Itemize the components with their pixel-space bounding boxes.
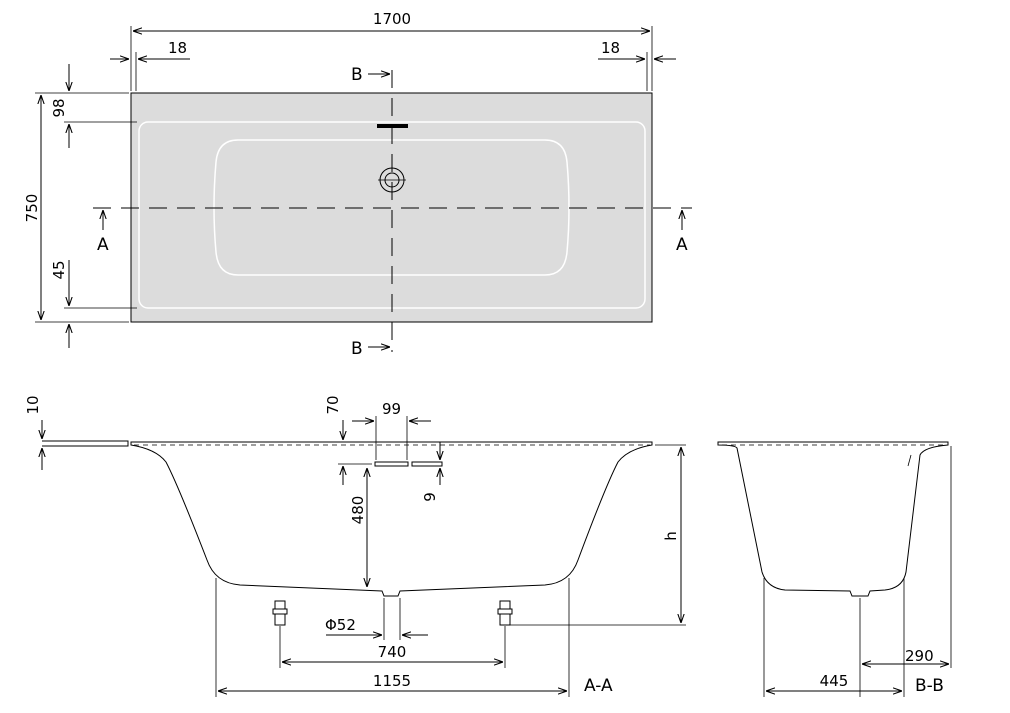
section-b-marker-top: B: [351, 65, 363, 85]
dim-height: h: [662, 531, 680, 541]
section-b-view: 290 445 B-B: [717, 441, 952, 697]
tub-profile-a: [130, 441, 653, 597]
dim-overall-width: 750: [23, 194, 41, 223]
dim-foot-spacing: 740: [378, 643, 407, 661]
dim-overall-length: 1700: [373, 10, 411, 28]
overflow-slot-section: [374, 461, 409, 467]
section-b-label: B-B: [915, 676, 944, 696]
dim-drain-diameter: Φ52: [325, 616, 356, 634]
tub-profile-b: [717, 441, 949, 597]
dim-rim-top: 98: [50, 98, 68, 117]
section-a-marker-right: A: [676, 235, 688, 255]
plan-view: B B A A 1700 18 18 750 98: [23, 10, 692, 359]
dim-depth: 480: [349, 496, 367, 525]
dim-base-length: 1155: [373, 672, 411, 690]
foot-left: [272, 600, 288, 626]
dim-base-width: 445: [820, 672, 849, 690]
section-a-marker-left: A: [97, 235, 109, 255]
dim-offset: 290: [905, 647, 934, 665]
section-a-label: A-A: [584, 676, 613, 696]
tub-basin-outline: [213, 139, 570, 276]
dim-overflow-drop: 70: [324, 395, 342, 414]
dim-overflow-width: 99: [382, 400, 401, 418]
foot-right: [497, 600, 513, 626]
rim-left-edge: [42, 440, 129, 447]
section-a-view: 10 70 99 480 9 h Φ52 740: [24, 395, 686, 697]
overflow-slot-section-b: [411, 461, 443, 467]
dim-rim-bottom: 45: [50, 260, 68, 279]
dim-rim-left: 18: [168, 39, 187, 57]
dim-rim-right: 18: [601, 39, 620, 57]
dim-overflow-height: 9: [421, 492, 439, 502]
dim-rim-thickness: 10: [24, 395, 42, 414]
section-b-marker-bottom: B: [351, 339, 363, 359]
